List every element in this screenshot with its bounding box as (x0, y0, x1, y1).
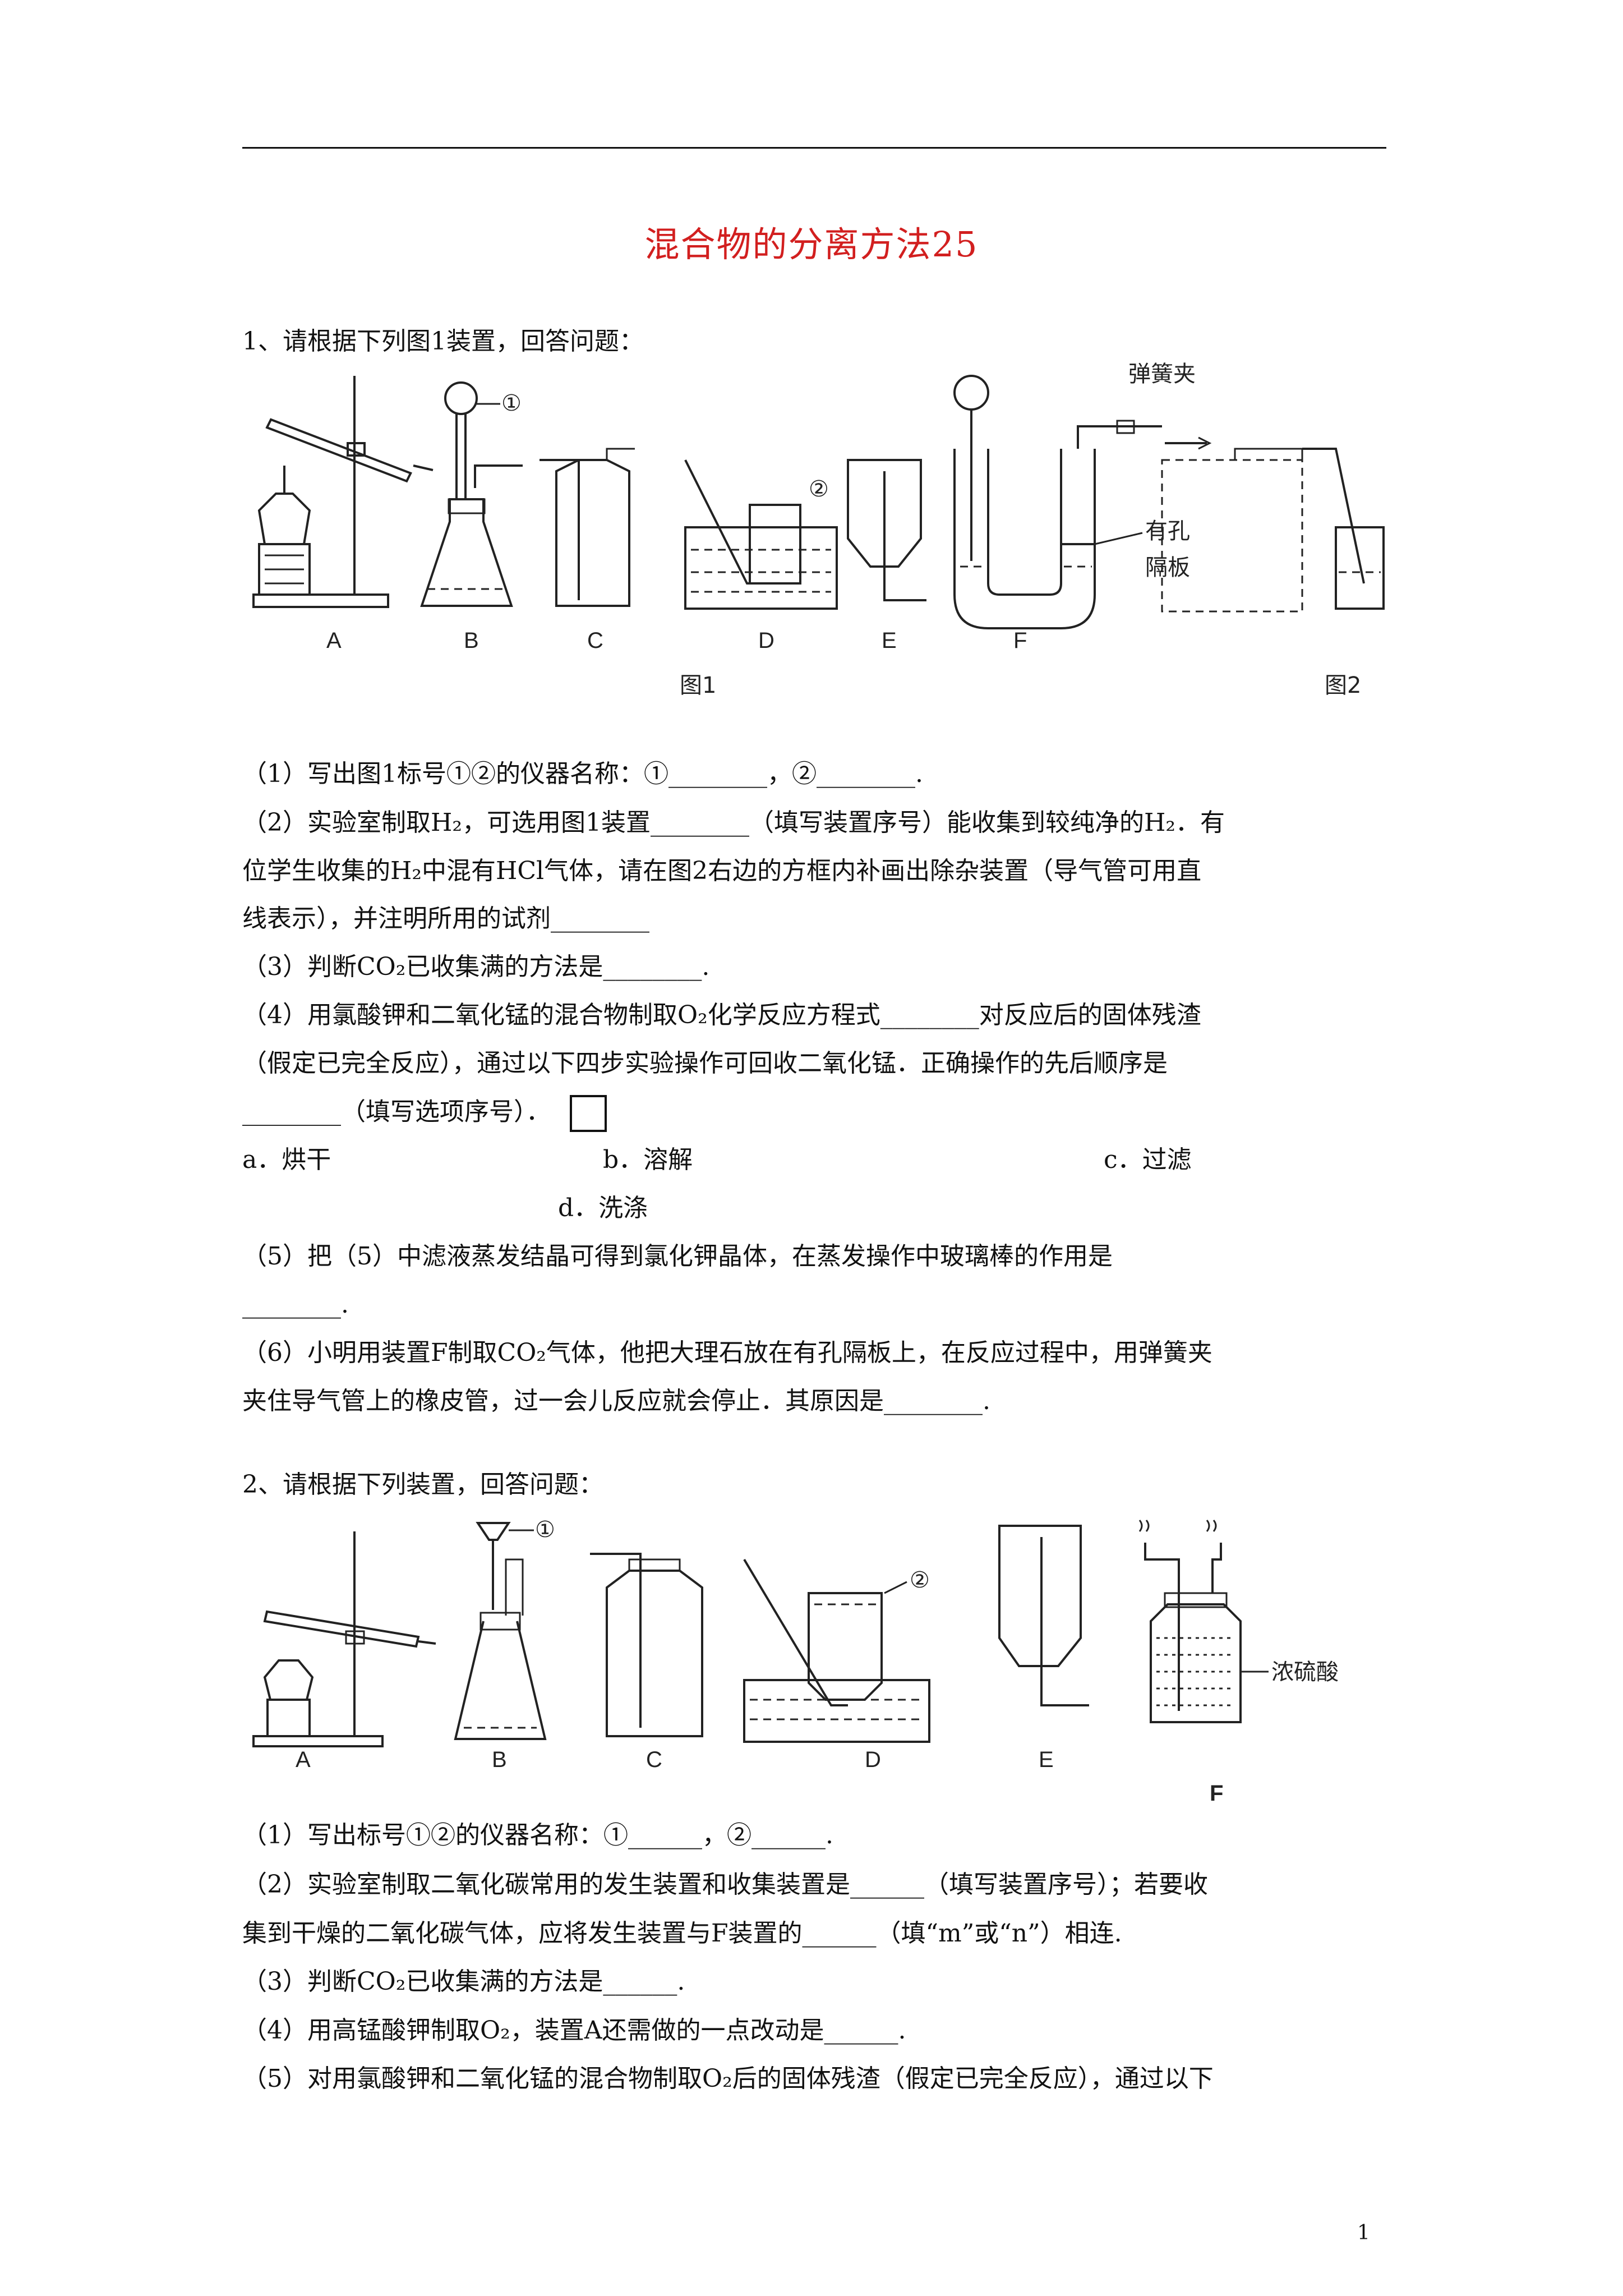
q2-line-5: （4）用高锰酸钾制取O₂，装置A还需做的一点改动是______. (242, 2016, 906, 2045)
question-1-heading: 1、请根据下列图1装置，回答问题： (242, 327, 644, 356)
q2-figure-label-d: D (865, 1747, 881, 1772)
q1-line-7: （假定已完全反应），通过以下四步实验操作可回收二氧化锰．正确操作的先后顺序是 (242, 1049, 1168, 1078)
q2-apparatus-b: ① (454, 1517, 555, 1740)
q2-apparatus-a (252, 1531, 436, 1747)
q2-line-2: （2）实验室制取二氧化碳常用的发生装置和收集装置是______（填写装置序号）；… (242, 1870, 1208, 1899)
figure-1-mark-2: ② (809, 476, 829, 502)
apparatus-b: ① (420, 381, 523, 607)
apparatus-d: ② (684, 459, 838, 610)
q2-apparatus-e (998, 1525, 1089, 1706)
apparatus-e (847, 459, 926, 601)
acid-label: 浓硫酸 (1271, 1659, 1339, 1685)
q2-line-4: （3）判断CO₂已收集满的方法是______. (242, 1967, 685, 1996)
figure-1-mark-1: ① (501, 390, 522, 416)
q1-line-1: （1）写出图1标号①②的仪器名称：①________，②________. (242, 760, 923, 788)
apparatus-a (252, 376, 434, 608)
q1-line-5: （3）判断CO₂已收集满的方法是________. (242, 953, 710, 981)
q2-figure-label-e: E (1039, 1747, 1054, 1772)
page-title: 混合物的分离方法25 (644, 224, 979, 265)
q1-line-8: ________（填写选项序号）． (242, 1095, 607, 1132)
apparatus-f: 弹簧夹 有孔 隔板 (953, 361, 1196, 629)
q2-figure-mark-2: ② (910, 1567, 930, 1593)
option-a: a．烘干 (242, 1145, 331, 1174)
porous-plate-label-1: 有孔 (1145, 518, 1190, 544)
q2-apparatus-f: 浓硫酸 (1138, 1520, 1339, 1723)
q2-figure-label-b: B (492, 1747, 507, 1772)
q1-line-8-text: ________（填写选项序号）． (242, 1097, 551, 1126)
figure-1-label-a: A (326, 628, 342, 653)
q2-line-3: 集到干燥的二氧化碳气体，应将发生装置与F装置的______（填“m”或“n”）相… (242, 1919, 1122, 1948)
figure-q2-apparatus: ① ② 浓硫酸 A B C D E F (252, 1517, 1339, 1806)
question-2-heading: 2、请根据下列装置，回答问题： (242, 1470, 603, 1499)
figure-2-caption: 图2 (1325, 673, 1361, 698)
option-b: b．溶解 (603, 1145, 693, 1174)
q2-line-1: （1）写出标号①②的仪器名称：①______，②______. (242, 1821, 833, 1849)
q2-figure-label-c: C (646, 1747, 662, 1772)
q1-line-12: 夹住导气管上的橡皮管，过一会儿反应就会停止．其原因是________. (242, 1387, 990, 1415)
q1-line-10: ________. (242, 1290, 349, 1319)
q2-apparatus-c (590, 1553, 703, 1737)
option-d: d．洗涤 (558, 1194, 648, 1222)
figure-1-label-f: F (1013, 628, 1027, 653)
q1-line-6: （4）用氯酸钾和二氧化锰的混合物制取O₂化学反应方程式________对反应后的… (242, 1001, 1201, 1029)
option-c: c．过滤 (1104, 1145, 1192, 1174)
page-number: 1 (1357, 2221, 1370, 2244)
q2-apparatus-d: ② (743, 1558, 930, 1743)
header-rule (242, 147, 1386, 149)
porous-plate-label-2: 隔板 (1145, 555, 1190, 581)
q2-figure-label-a: A (296, 1747, 311, 1772)
q1-line-2: （2）实验室制取H₂，可选用图1装置________（填写装置序号）能收集到较纯… (242, 808, 1225, 837)
answer-box[interactable] (570, 1095, 607, 1132)
q1-line-9: （5）把（5）中滤液蒸发结晶可得到氯化钾晶体，在蒸发操作中玻璃棒的作用是 (242, 1242, 1113, 1271)
figure-1-apparatus: ① ② 弹簧夹 有孔 隔板 (252, 361, 1385, 698)
q2-figure-mark-1: ① (535, 1517, 555, 1543)
q2-line-6: （5）对用氯酸钾和二氧化锰的混合物制取O₂后的固体残渣（假定已完全反应），通过以… (242, 2064, 1214, 2093)
figure-2-apparatus (1161, 436, 1385, 613)
figure-1-caption: 图1 (680, 673, 716, 698)
q1-line-3: 位学生收集的H₂中混有HCl气体，请在图2右边的方框内补画出除杂装置（导气管可用… (242, 857, 1202, 885)
figure-1-label-c: C (587, 628, 603, 653)
q2-figure-label-f: F (1210, 1781, 1223, 1806)
q1-line-11: （6）小明用装置F制取CO₂气体，他把大理石放在有孔隔板上，在反应过程中，用弹簧… (242, 1338, 1212, 1367)
figure-1-label-e: E (882, 628, 897, 653)
figure-1-label-b: B (464, 628, 479, 653)
spring-clip-label: 弹簧夹 (1128, 361, 1196, 387)
apparatus-c (540, 448, 635, 607)
q1-line-4: 线表示），并注明所用的试剂________ (242, 904, 649, 933)
figure-1-label-d: D (758, 628, 774, 653)
